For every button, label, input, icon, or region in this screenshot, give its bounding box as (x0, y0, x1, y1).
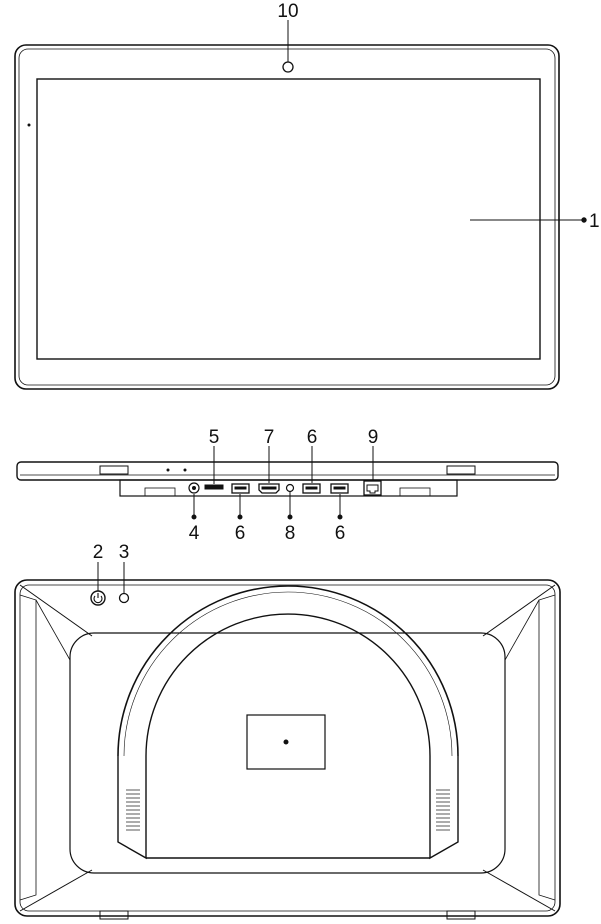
usb-port-mid-tongue (306, 487, 317, 489)
bottom-edge-body (17, 462, 558, 480)
front-bezel-outer (15, 45, 559, 389)
bevel-left-edge (20, 595, 36, 900)
speaker-grille-right (436, 790, 450, 830)
callout-usb-port-bottom-left: 6 (235, 523, 246, 544)
callout-hdmi-port: 7 (264, 427, 275, 448)
light-sensor-dot (28, 124, 30, 126)
callout-usb-port-top: 6 (307, 427, 318, 448)
stand-leg-left (118, 756, 146, 858)
leader-audio-jack-dot (288, 515, 292, 519)
stand-leg-right (430, 756, 458, 858)
bevel-bottom-left (20, 870, 92, 911)
bottom-foot-right (447, 466, 475, 474)
bevel-top-right (483, 585, 555, 636)
callout-usb-port-bottom-right: 6 (335, 523, 346, 544)
power-led-icon (120, 594, 129, 603)
mic-hole-1 (167, 469, 169, 471)
stand-arch-outer (118, 586, 458, 756)
lan-port-clip (367, 485, 378, 493)
leader-screen-dot (582, 218, 586, 222)
bevel-top-right-2 (505, 600, 539, 660)
vesa-screw-hole (284, 740, 288, 744)
front-bezel-inner (19, 49, 555, 385)
audio-jack-icon (287, 485, 294, 492)
bottom-view (17, 446, 558, 519)
back-housing-outer (15, 580, 560, 916)
stand-arch-inner (146, 614, 430, 756)
card-slot-icon (205, 485, 223, 489)
callout-front-camera: 10 (277, 1, 298, 22)
usb-port-right-tongue (334, 487, 345, 489)
usb-port-left-tongue (235, 487, 246, 489)
dc-jack-pin (193, 487, 196, 490)
bevel-top-left-2 (36, 600, 70, 660)
back-center-panel (70, 633, 505, 873)
callout-screen: 1 (589, 211, 600, 232)
screen-area (37, 79, 540, 359)
callout-card-slot: 5 (209, 427, 220, 448)
back-foot-left (100, 911, 128, 919)
bevel-top-left (20, 585, 92, 636)
port-strip-tab-right (400, 488, 430, 496)
callout-power-button: 2 (93, 542, 104, 563)
back-view (15, 562, 560, 919)
back-housing-inner (20, 585, 555, 911)
leader-usb-bottom-left-dot (238, 515, 242, 519)
speaker-grille-left (126, 790, 140, 830)
leader-usb-bottom-right-dot (338, 515, 342, 519)
stand-arch-mid (124, 592, 452, 756)
bottom-foot-left (100, 466, 128, 474)
callout-labels: 10 1 5 7 6 9 4 6 8 6 2 3 (93, 1, 600, 563)
port-strip-tab-left (145, 488, 175, 496)
front-camera-icon (283, 62, 293, 72)
bevel-bottom-right (483, 870, 555, 911)
callout-lan-port: 9 (368, 427, 379, 448)
back-foot-right (447, 911, 475, 919)
bevel-right-edge (539, 595, 555, 900)
hdmi-port-tongue (262, 487, 276, 489)
callout-dc-jack: 4 (189, 523, 200, 544)
leader-dc-jack-dot (192, 515, 196, 519)
callout-power-led: 3 (119, 542, 130, 563)
mic-hole-2 (184, 469, 186, 471)
callout-audio-jack: 8 (285, 523, 296, 544)
front-view (15, 20, 586, 389)
